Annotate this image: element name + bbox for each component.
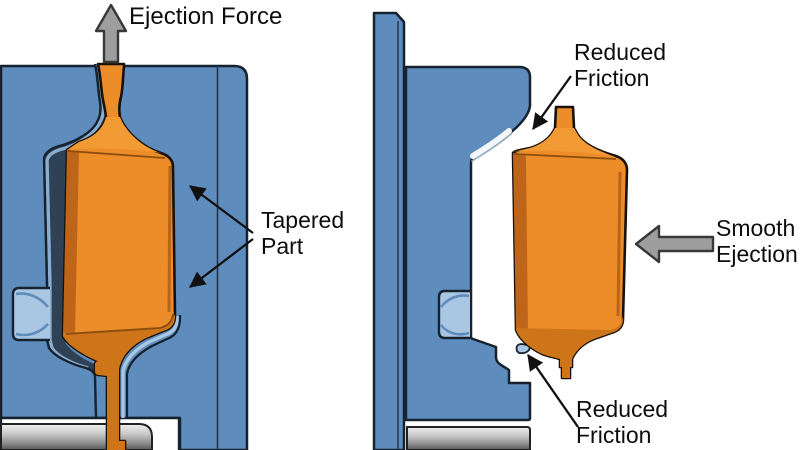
leader-arrow-friction-bottom: [527, 354, 579, 428]
smooth-ejection-label: Smooth Ejection: [716, 215, 798, 267]
right-part-top-edge-line: [513, 153, 617, 160]
right-mold-block: [404, 65, 532, 422]
leader-arrow-lower: [189, 238, 254, 288]
leader-arrow-upper: [189, 185, 254, 234]
right-part-right-edge-line: [616, 171, 622, 317]
smooth-ejection-line1: Smooth: [716, 215, 796, 241]
left-side-slot-shading-top: [15, 292, 50, 308]
reduced-friction-top-line1: Reduced: [574, 39, 667, 65]
right-mold-group: [372, 11, 532, 450]
tapered-part-leaders: [189, 185, 254, 288]
left-ejector-cylinder: [0, 423, 153, 450]
right-ejector-cylinder: [406, 426, 531, 450]
right-side-slot-shading-top: [439, 294, 470, 308]
left-side-slot-shading-bottom: [15, 323, 49, 337]
right-draft-surface-shade: [471, 133, 512, 162]
left-part-top-edge-line: [67, 150, 166, 159]
left-channel-right-band: [121, 315, 179, 418]
right-part-lower-face: [516, 317, 623, 378]
right-backing-plate: [372, 11, 406, 450]
ejection-force-text: Ejection Force: [129, 3, 283, 30]
reduced-friction-bottom-label: Reduced Friction: [576, 396, 668, 448]
left-part-right-edge-line: [167, 165, 172, 313]
reduced-friction-top-line2: Friction: [574, 64, 650, 91]
reduced-friction-bottom-line2: Friction: [576, 421, 652, 448]
left-arrow-icon: [634, 224, 715, 264]
right-side-slot-shading-bottom: [439, 324, 470, 336]
reduced-friction-bottom-line1: Reduced: [576, 396, 669, 422]
left-molded-part: [61, 62, 177, 450]
leader-arrow-friction-top: [532, 75, 572, 130]
tapered-part-label: Tapered Part: [261, 207, 344, 259]
right-part-shoulder-face: [513, 128, 616, 157]
left-part-lower-face: [63, 314, 175, 450]
left-part-left-face: [63, 150, 79, 336]
left-channel-right-outline: [125, 314, 182, 418]
right-ejected-part: [511, 105, 629, 380]
left-cavity-outline: [42, 63, 102, 419]
tapered-part-line2: Part: [261, 232, 304, 259]
smooth-ejection-line2: Ejection: [716, 240, 798, 267]
left-part-shoulder-face: [67, 117, 161, 153]
reduced-friction-leaders: [527, 75, 579, 428]
up-arrow-icon: [94, 3, 128, 64]
left-part-bottom-edge-line: [65, 313, 174, 335]
right-part-left-face: [513, 153, 528, 330]
left-cavity-shadow: [44, 64, 106, 374]
reduced-friction-top-label: Reduced Friction: [574, 39, 666, 91]
right-draft-surface-highlight: [470, 128, 512, 159]
ejection-force-label: Ejection Force: [129, 3, 282, 30]
tapered-part-line1: Tapered: [261, 207, 345, 233]
